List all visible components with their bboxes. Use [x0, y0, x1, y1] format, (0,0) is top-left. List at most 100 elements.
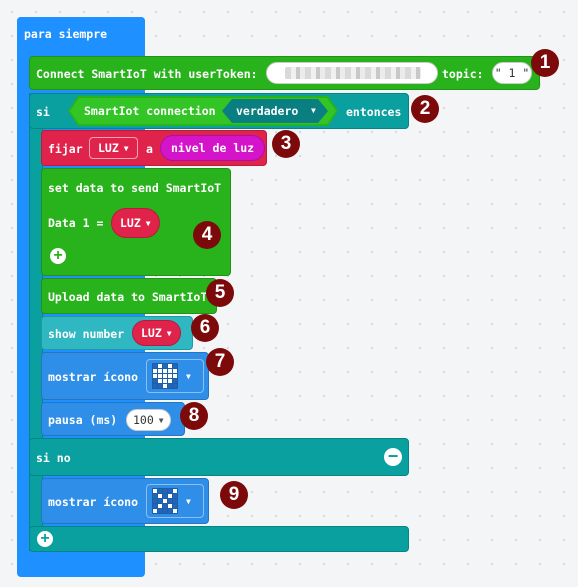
callout-badge-9: 9 [220, 481, 248, 509]
icon-pixel [158, 364, 162, 368]
icon-pixel [163, 384, 167, 388]
icon-pixel [163, 489, 167, 493]
icon-pixel [163, 494, 167, 498]
chevron-down-icon: ▼ [166, 328, 172, 338]
forever-body [17, 40, 31, 570]
icon-pixel [158, 494, 162, 498]
show-number-variable[interactable]: LUZ ▼ [132, 320, 181, 346]
icon-pixel [153, 499, 157, 503]
add-data-button[interactable]: + [50, 248, 66, 264]
callout-badge-3: 3 [272, 130, 300, 158]
callout-badge-5: 5 [206, 279, 234, 307]
icon-picker-2[interactable]: ▼ [146, 484, 204, 518]
if-footer[interactable]: + [29, 526, 409, 552]
data-1-value[interactable]: LUZ ▼ [111, 208, 160, 238]
callout-badge-8: 8 [180, 402, 208, 430]
chevron-down-icon: ▼ [145, 218, 151, 228]
icon-pixel [153, 494, 157, 498]
callout-badge-2: 2 [411, 95, 439, 123]
chevron-down-icon: ▼ [186, 371, 191, 381]
icon-pixel [153, 504, 157, 508]
light-level-reporter[interactable]: nivel de luz [160, 135, 266, 161]
icon-pixel [153, 489, 157, 493]
data-1-variable: LUZ [120, 216, 141, 230]
smartiot-connection-condition[interactable]: SmartIot connection verdadero ▼ [68, 96, 338, 126]
topic-label: topic: [442, 67, 484, 81]
icon-pixel [173, 369, 177, 373]
icon-picker-1[interactable]: ▼ [146, 359, 204, 393]
icon-pixel [158, 509, 162, 513]
else-header[interactable]: si no − [29, 438, 409, 476]
icon-pixel [173, 374, 177, 378]
icon-pixel [158, 374, 162, 378]
icon-pixel [163, 504, 167, 508]
variable-dropdown[interactable]: LUZ ▼ [89, 137, 138, 159]
icon-pixel [168, 369, 172, 373]
show-icon-block-1[interactable]: mostrar ícono ▼ [41, 352, 209, 400]
icon-pixel [173, 384, 177, 388]
icon-pixel [158, 489, 162, 493]
icon-pixel [173, 499, 177, 503]
pause-input[interactable]: 100 ▼ [126, 409, 171, 431]
icon-pixel [173, 364, 177, 368]
icon-pixel [163, 364, 167, 368]
variable-name: LUZ [98, 141, 119, 155]
chevron-down-icon: ▼ [158, 415, 164, 425]
set-label: fijar [48, 142, 83, 156]
icon-pixel [158, 504, 162, 508]
icon-pixel [168, 379, 172, 383]
show-number-value: LUZ [141, 326, 162, 340]
icon-pixel [168, 384, 172, 388]
chevron-down-icon: ▼ [123, 143, 129, 153]
forever-label: para siempre [24, 27, 108, 41]
show-number-label: show number [48, 327, 125, 341]
connect-label: Connect SmartIoT with userToken: [36, 67, 258, 81]
remove-else-button[interactable]: − [384, 447, 402, 466]
then-label: entonces [346, 105, 402, 119]
set-variable-block[interactable]: fijar LUZ ▼ a nivel de luz [41, 130, 267, 166]
icon-pixel [168, 504, 172, 508]
upload-label: Upload data to SmartIoT [48, 290, 208, 304]
icon-pixel [173, 379, 177, 383]
show-number-block[interactable]: show number LUZ ▼ [41, 316, 193, 350]
connect-smartiot-block[interactable]: Connect SmartIoT with userToken: topic: … [29, 56, 540, 90]
set-data-label: set data to send SmartIoT [48, 181, 222, 195]
topic-value: " 1 " [494, 66, 530, 80]
show-icon-block-2[interactable]: mostrar ícono ▼ [41, 478, 209, 524]
condition-value-dropdown[interactable]: verdadero ▼ [222, 99, 328, 123]
forever-header[interactable]: para siempre [17, 17, 145, 51]
data-1-label: Data 1 = [48, 216, 104, 230]
to-label: a [146, 142, 153, 156]
icon-pixel [153, 364, 157, 368]
light-level-label: nivel de luz [171, 141, 255, 155]
callout-badge-1: 1 [531, 49, 559, 77]
user-token-input[interactable] [266, 62, 438, 84]
icon-pixel [163, 499, 167, 503]
icon-pixel [153, 374, 157, 378]
if-header[interactable]: si SmartIot connection verdadero ▼ enton… [29, 93, 409, 129]
x-icon [152, 488, 178, 514]
set-data-block[interactable]: set data to send SmartIoT Data 1 = LUZ ▼… [41, 168, 231, 276]
icon-pixel [168, 364, 172, 368]
icon-pixel [173, 494, 177, 498]
pause-block[interactable]: pausa (ms) 100 ▼ [41, 402, 185, 436]
user-token-redacted [285, 67, 421, 79]
callout-badge-7: 7 [206, 348, 234, 376]
condition-label: SmartIot connection [84, 104, 216, 118]
icon-pixel [163, 509, 167, 513]
callout-badge-6: 6 [191, 314, 219, 342]
icon-pixel [173, 504, 177, 508]
icon-pixel [158, 384, 162, 388]
icon-pixel [173, 489, 177, 493]
icon-pixel [158, 379, 162, 383]
pause-label: pausa (ms) [48, 413, 118, 427]
icon-pixel [163, 379, 167, 383]
upload-data-block[interactable]: Upload data to SmartIoT [41, 278, 217, 314]
icon-pixel [168, 494, 172, 498]
topic-input[interactable]: " 1 " [492, 62, 532, 84]
icon-pixel [158, 369, 162, 373]
add-else-if-button[interactable]: + [37, 531, 53, 547]
icon-pixel [168, 509, 172, 513]
callout-badge-4: 4 [193, 221, 221, 249]
icon-pixel [158, 499, 162, 503]
